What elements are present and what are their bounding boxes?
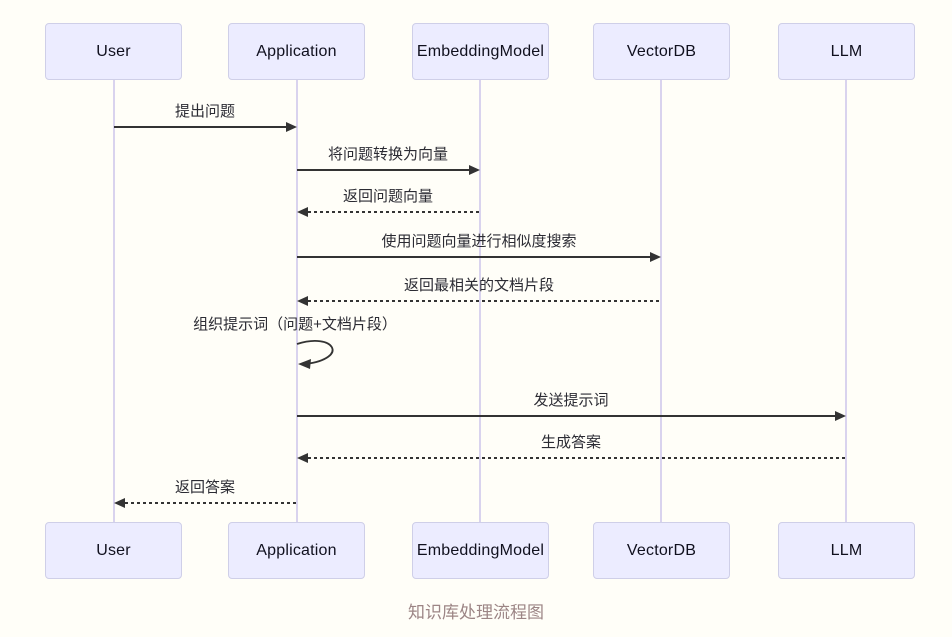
message-label: 组织提示词（问题+文档片段） [193, 316, 397, 333]
actor-top-user: User [45, 23, 182, 80]
actor-bottom-user: User [45, 522, 182, 579]
message-label: 生成答案 [540, 434, 601, 451]
message-arrow [297, 169, 471, 171]
arrowhead-left-icon [297, 207, 308, 217]
actor-top-vectordb: VectorDB [593, 23, 730, 80]
actor-bottom-llm: LLM [778, 522, 915, 579]
arrowhead-right-icon [286, 122, 297, 132]
actor-bottom-embeddingmodel: EmbeddingModel [412, 522, 549, 579]
arrowhead-left-icon [297, 453, 308, 463]
self-loop-arrow-icon [296, 339, 334, 369]
message-arrow [297, 256, 652, 258]
message-arrow [308, 457, 846, 459]
actor-top-llm: LLM [778, 23, 915, 80]
message-arrow [308, 211, 480, 213]
message-label: 发送提示词 [533, 392, 609, 409]
arrowhead-left-icon [114, 498, 125, 508]
message-arrow [297, 415, 836, 417]
arrowhead-right-icon [650, 252, 661, 262]
message-label: 返回问题向量 [342, 188, 433, 205]
actor-top-application: Application [228, 23, 365, 80]
lifeline-user [113, 80, 115, 522]
arrowhead-left-icon [297, 296, 308, 306]
message-label: 提出问题 [174, 103, 235, 120]
diagram-caption: 知识库处理流程图 [408, 603, 544, 622]
actor-bottom-vectordb: VectorDB [593, 522, 730, 579]
actor-bottom-application: Application [228, 522, 365, 579]
message-label: 返回最相关的文档片段 [403, 277, 554, 294]
actor-top-embeddingmodel: EmbeddingModel [412, 23, 549, 80]
message-arrow [308, 300, 661, 302]
message-label: 将问题转换为向量 [327, 146, 448, 163]
arrowhead-right-icon [835, 411, 846, 421]
message-arrow [114, 126, 288, 128]
arrowhead-right-icon [469, 165, 480, 175]
message-label: 返回答案 [174, 479, 235, 496]
lifeline-vectordb [660, 80, 662, 522]
message-arrow [125, 502, 297, 504]
lifeline-llm [845, 80, 847, 522]
message-label: 使用问题向量进行相似度搜索 [381, 233, 577, 250]
